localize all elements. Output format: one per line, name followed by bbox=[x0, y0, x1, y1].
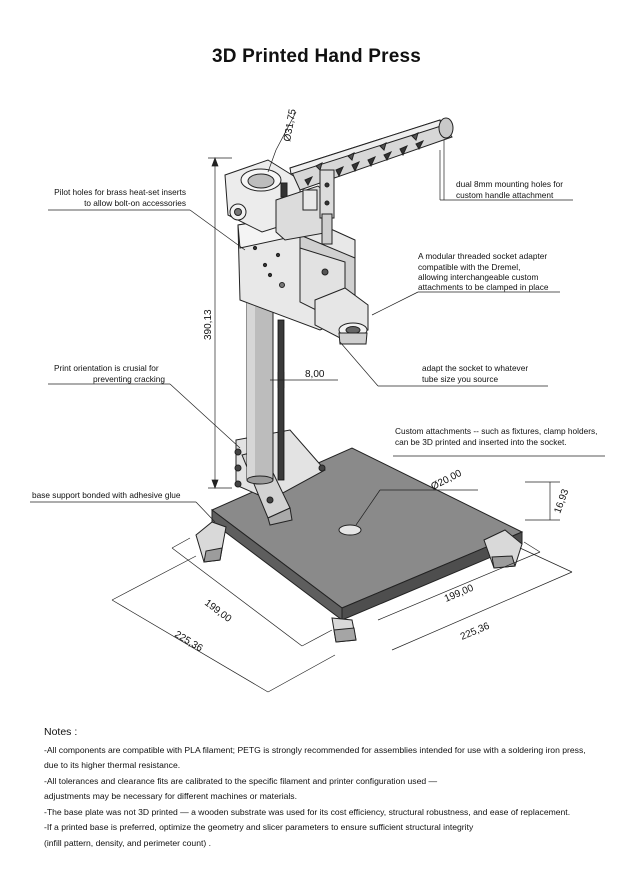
note-line: -All components are compatible with PLA … bbox=[44, 744, 586, 755]
note-handle-holes-2: custom handle attachment bbox=[456, 190, 554, 200]
note-line: -The base plate was not 3D printed — a w… bbox=[44, 806, 571, 817]
note-handle-holes-1: dual 8mm mounting holes for bbox=[456, 179, 563, 189]
press-handle bbox=[289, 117, 454, 245]
dimension-lines bbox=[111, 111, 573, 693]
dim-inner-left: 199,00 bbox=[202, 598, 233, 625]
dim-clamp-diameter: Ø31,75 bbox=[282, 108, 299, 143]
note-socket-adapter-3: allowing interchangeable custom bbox=[418, 272, 538, 282]
dim-outer-right: 225,36 bbox=[459, 621, 492, 643]
note-print-orientation-1: Print orientation is crusial for bbox=[54, 363, 159, 373]
note-custom-attachments-1: Custom attachments -- such as fixtures, … bbox=[395, 426, 597, 436]
note-line: -All tolerances and clearance fits are c… bbox=[44, 775, 438, 786]
annotation-leaders bbox=[30, 140, 605, 523]
note-custom-attachments-2: can be 3D printed and inserted into the … bbox=[395, 437, 567, 447]
note-line: due to its higher thermal resistance. bbox=[44, 760, 181, 770]
notes-section: Notes : -All components are compatible w… bbox=[44, 725, 624, 851]
dim-plate-thickness: 16,93 bbox=[552, 487, 571, 515]
note-line: -If a printed base is preferred, optimiz… bbox=[44, 822, 474, 832]
note-socket-adapter-4: attachments to be clamped in place bbox=[418, 282, 549, 292]
dim-rod: 8,00 bbox=[305, 369, 325, 380]
note-socket-adapter-2: compatible with the Dremel, bbox=[418, 262, 520, 272]
base-feet bbox=[195, 521, 523, 643]
note-pilot-holes-2: to allow bolt-on accessories bbox=[84, 198, 186, 208]
note-adapt-socket-2: tube size you source bbox=[422, 374, 498, 384]
socket-hole bbox=[338, 524, 362, 536]
dim-outer-left: 225,36 bbox=[172, 629, 204, 654]
dim-hole-diameter: Ø20,00 bbox=[429, 468, 464, 493]
note-line: (infill pattern, density, and perimeter … bbox=[44, 837, 212, 848]
threaded-rod bbox=[277, 319, 285, 481]
top-clamp bbox=[224, 159, 331, 241]
notes-heading: Notes : bbox=[44, 726, 78, 738]
dim-height: 390,13 bbox=[203, 309, 214, 340]
page-title: 3D Printed Hand Press bbox=[211, 46, 422, 67]
note-adapt-socket-1: adapt the socket to whatever bbox=[422, 363, 528, 373]
note-print-orientation-2: preventing cracking bbox=[93, 374, 165, 384]
note-base-support: base support bonded with adhesive glue bbox=[32, 490, 181, 500]
note-line: adjustments may be necessary for differe… bbox=[44, 791, 297, 801]
note-pilot-holes-1: Pilot holes for brass heat-set inserts bbox=[54, 187, 186, 197]
socket-adapter bbox=[314, 287, 369, 345]
note-socket-adapter-1: A modular threaded socket adapter bbox=[418, 251, 547, 261]
